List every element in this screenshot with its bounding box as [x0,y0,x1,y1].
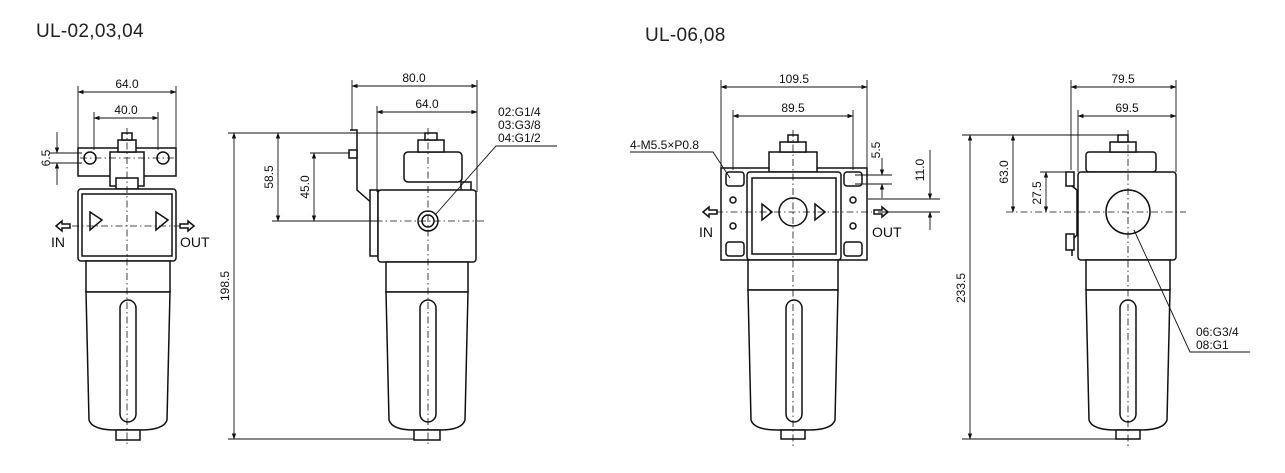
small-side-oil-plug [424,132,438,141]
model-title-small: UL-02,03,04 [36,21,144,42]
large-side-cap-top [1109,141,1137,153]
large-front-slot-br [843,241,863,257]
large-out-label: OUT [872,224,902,240]
small-side-bracket-tab [348,149,358,159]
small-front-dim-65-label: 6.5 [39,149,53,166]
small-in-label: IN [51,234,65,250]
large-front-sight-window [785,299,803,423]
small-side-bowl [385,291,469,431]
small-in-arrow-icon [54,219,71,233]
model-title-large: UL-06,08 [645,25,726,46]
large-front-screw-bl [729,222,737,230]
large-side-oil-plug [1117,134,1129,143]
large-front-dim-55-label: 5.5 [869,141,883,158]
small-side-dim-80-label: 80.0 [402,71,426,85]
small-side-dim-1985-label: 198.5 [218,271,232,301]
small-side-cap-top [417,139,445,153]
large-front-dim-1095-label: 109.5 [779,72,809,86]
large-in-label: IN [699,224,713,240]
small-side-dim-64-label: 64.0 [415,97,439,111]
large-mount-leader [630,151,731,179]
small-port-spec-1: 02:G1/4 [498,105,541,119]
small-port-spec-3: 04:G1/2 [498,131,541,145]
small-front-sight-window [119,299,137,423]
small-front-drain [115,429,141,441]
small-front-view: 64.0 40.0 6.5 IN OUT [39,77,210,446]
small-front-flow-arrow-in [89,210,104,232]
small-side-dim-450-label: 45.0 [298,175,312,199]
small-out-label: OUT [180,234,210,250]
small-port-spec-2: 03:G3/8 [498,118,541,132]
small-side-body [377,189,477,263]
small-port-leader [435,145,557,215]
small-side-view: 80.0 64.0 58.5 45.0 198.5 02:G1/4 03:G3/… [218,71,557,446]
large-front-flow-arrow-out [814,202,827,222]
large-out-arrow-icon [873,205,890,219]
large-front-slot-tl [725,171,745,187]
large-side-bracket-tab-top [1065,171,1075,187]
large-front-body-inner [751,177,837,255]
small-front-flow-arrow-out [155,210,170,232]
large-side-view: 79.5 69.5 63.0 27.5 233.5 06:G3/4 08:G1 [954,72,1250,446]
small-front-dim-40-label: 40.0 [114,103,138,117]
large-front-screw-tr [849,196,857,204]
large-front-slot-tr [843,171,863,187]
large-front-dim-895-label: 89.5 [781,101,805,115]
large-front-slot-bl [725,241,745,257]
large-port-spec-1: 06:G3/4 [1196,325,1239,339]
small-side-bracket [350,129,375,206]
large-front-screw-tl [729,196,737,204]
large-side-body [1077,171,1177,261]
small-side-bowl-guard-top [385,261,469,293]
small-side-cap [403,151,463,183]
large-side-dim-630-label: 63.0 [997,160,1011,184]
small-front-bowl-guard-top [85,260,171,293]
small-side-drain [413,429,441,441]
small-side-bracket-plate [369,189,379,257]
large-side-dim-2335-label: 233.5 [954,273,968,303]
small-front-bowl [85,291,171,431]
large-front-dim-110-label: 11.0 [913,158,927,181]
large-mount-spec: 4-M5.5×P0.8 [630,138,699,152]
large-front-body [746,171,842,261]
small-side-dim-585-label: 58.5 [262,165,276,189]
large-side-cap [1085,151,1157,173]
large-side-dim-275-label: 27.5 [1030,181,1044,205]
large-front-view: 109.5 89.5 5.5 11.0 4-M5.5×P0.8 IN OUT [630,72,940,446]
large-in-arrow-icon [701,205,718,219]
large-front-screw-br [849,222,857,230]
small-front-dim-64-label: 64.0 [115,77,139,91]
small-out-arrow-icon [179,219,196,233]
large-side-dim-695-label: 69.5 [1115,101,1139,115]
small-front-body-inner [81,193,173,257]
large-port-leader [1133,229,1250,353]
large-side-dim-795-label: 79.5 [1111,72,1135,86]
large-side-bracket-tab-bottom [1065,233,1075,251]
large-front-bowl [747,289,839,431]
large-port-spec-2: 08:G1 [1196,338,1229,352]
